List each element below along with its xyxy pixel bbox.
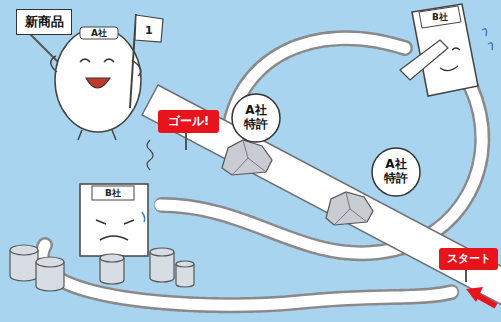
sign-text: ゴール!	[168, 115, 209, 129]
sign-text: スタート	[447, 253, 491, 266]
bubble-text: A社 特許	[240, 104, 271, 132]
product-sign: 新商品	[16, 9, 72, 35]
company-headband: A社	[91, 29, 107, 38]
cans	[10, 245, 194, 291]
egg-character	[51, 27, 141, 140]
box-character	[80, 140, 153, 256]
start-arrow	[466, 287, 496, 306]
box-character	[400, 4, 493, 96]
detour-path	[228, 38, 405, 138]
start-sign: スタート	[439, 248, 498, 270]
rock	[326, 192, 373, 225]
flag-number: 1	[145, 25, 153, 36]
flag	[130, 14, 163, 108]
company-headband: B社	[105, 189, 121, 198]
patent-bubble: A社 特許	[371, 147, 421, 197]
detour-path	[228, 38, 405, 138]
company-headband: B社	[432, 13, 448, 22]
rock	[222, 140, 272, 175]
sign-text: 新商品	[25, 15, 64, 30]
goal-sign: ゴール!	[158, 110, 219, 133]
road	[142, 85, 501, 305]
patent-bubble: A社 特許	[231, 93, 281, 143]
bubble-text: A社 特許	[380, 158, 411, 186]
